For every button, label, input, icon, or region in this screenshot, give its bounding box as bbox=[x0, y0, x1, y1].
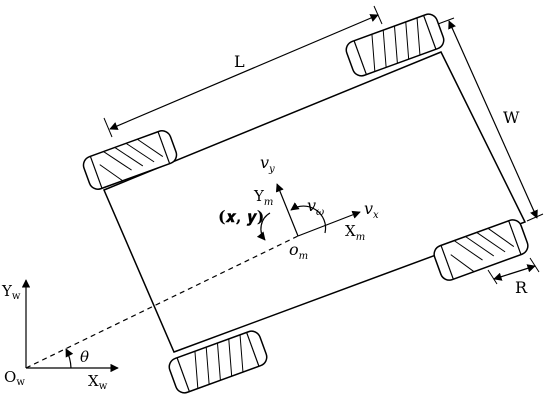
label-Xw: Xw bbox=[88, 372, 108, 392]
label-L: L bbox=[234, 52, 245, 71]
dimension-L bbox=[103, 5, 383, 138]
wheel-front-left bbox=[82, 130, 178, 190]
wheel-rear-left bbox=[168, 330, 268, 394]
label-vy: vy bbox=[260, 153, 275, 175]
label-xy: (𝒙, 𝒚) bbox=[218, 207, 264, 227]
label-vw: vω bbox=[307, 196, 324, 218]
angular-velocity-arc bbox=[290, 202, 327, 234]
label-Ym: Ym bbox=[253, 187, 273, 208]
axis-Xm bbox=[297, 210, 361, 237]
label-Xm: Xm bbox=[345, 222, 365, 243]
label-vx: vx bbox=[364, 199, 379, 221]
theta-arc bbox=[65, 348, 74, 369]
dimension-W bbox=[437, 17, 544, 222]
axis-Ym bbox=[275, 183, 299, 237]
label-Yw: Yw bbox=[1, 282, 21, 302]
wheel-front-right bbox=[345, 13, 445, 77]
wheel-rear-right bbox=[433, 219, 529, 281]
label-R: R bbox=[515, 278, 528, 297]
label-W: W bbox=[503, 108, 520, 127]
label-Ow: Ow bbox=[4, 368, 25, 388]
dimension-R bbox=[487, 257, 540, 285]
position-arc bbox=[256, 212, 271, 241]
label-theta: θ bbox=[80, 348, 89, 366]
label-om: om bbox=[289, 240, 308, 262]
